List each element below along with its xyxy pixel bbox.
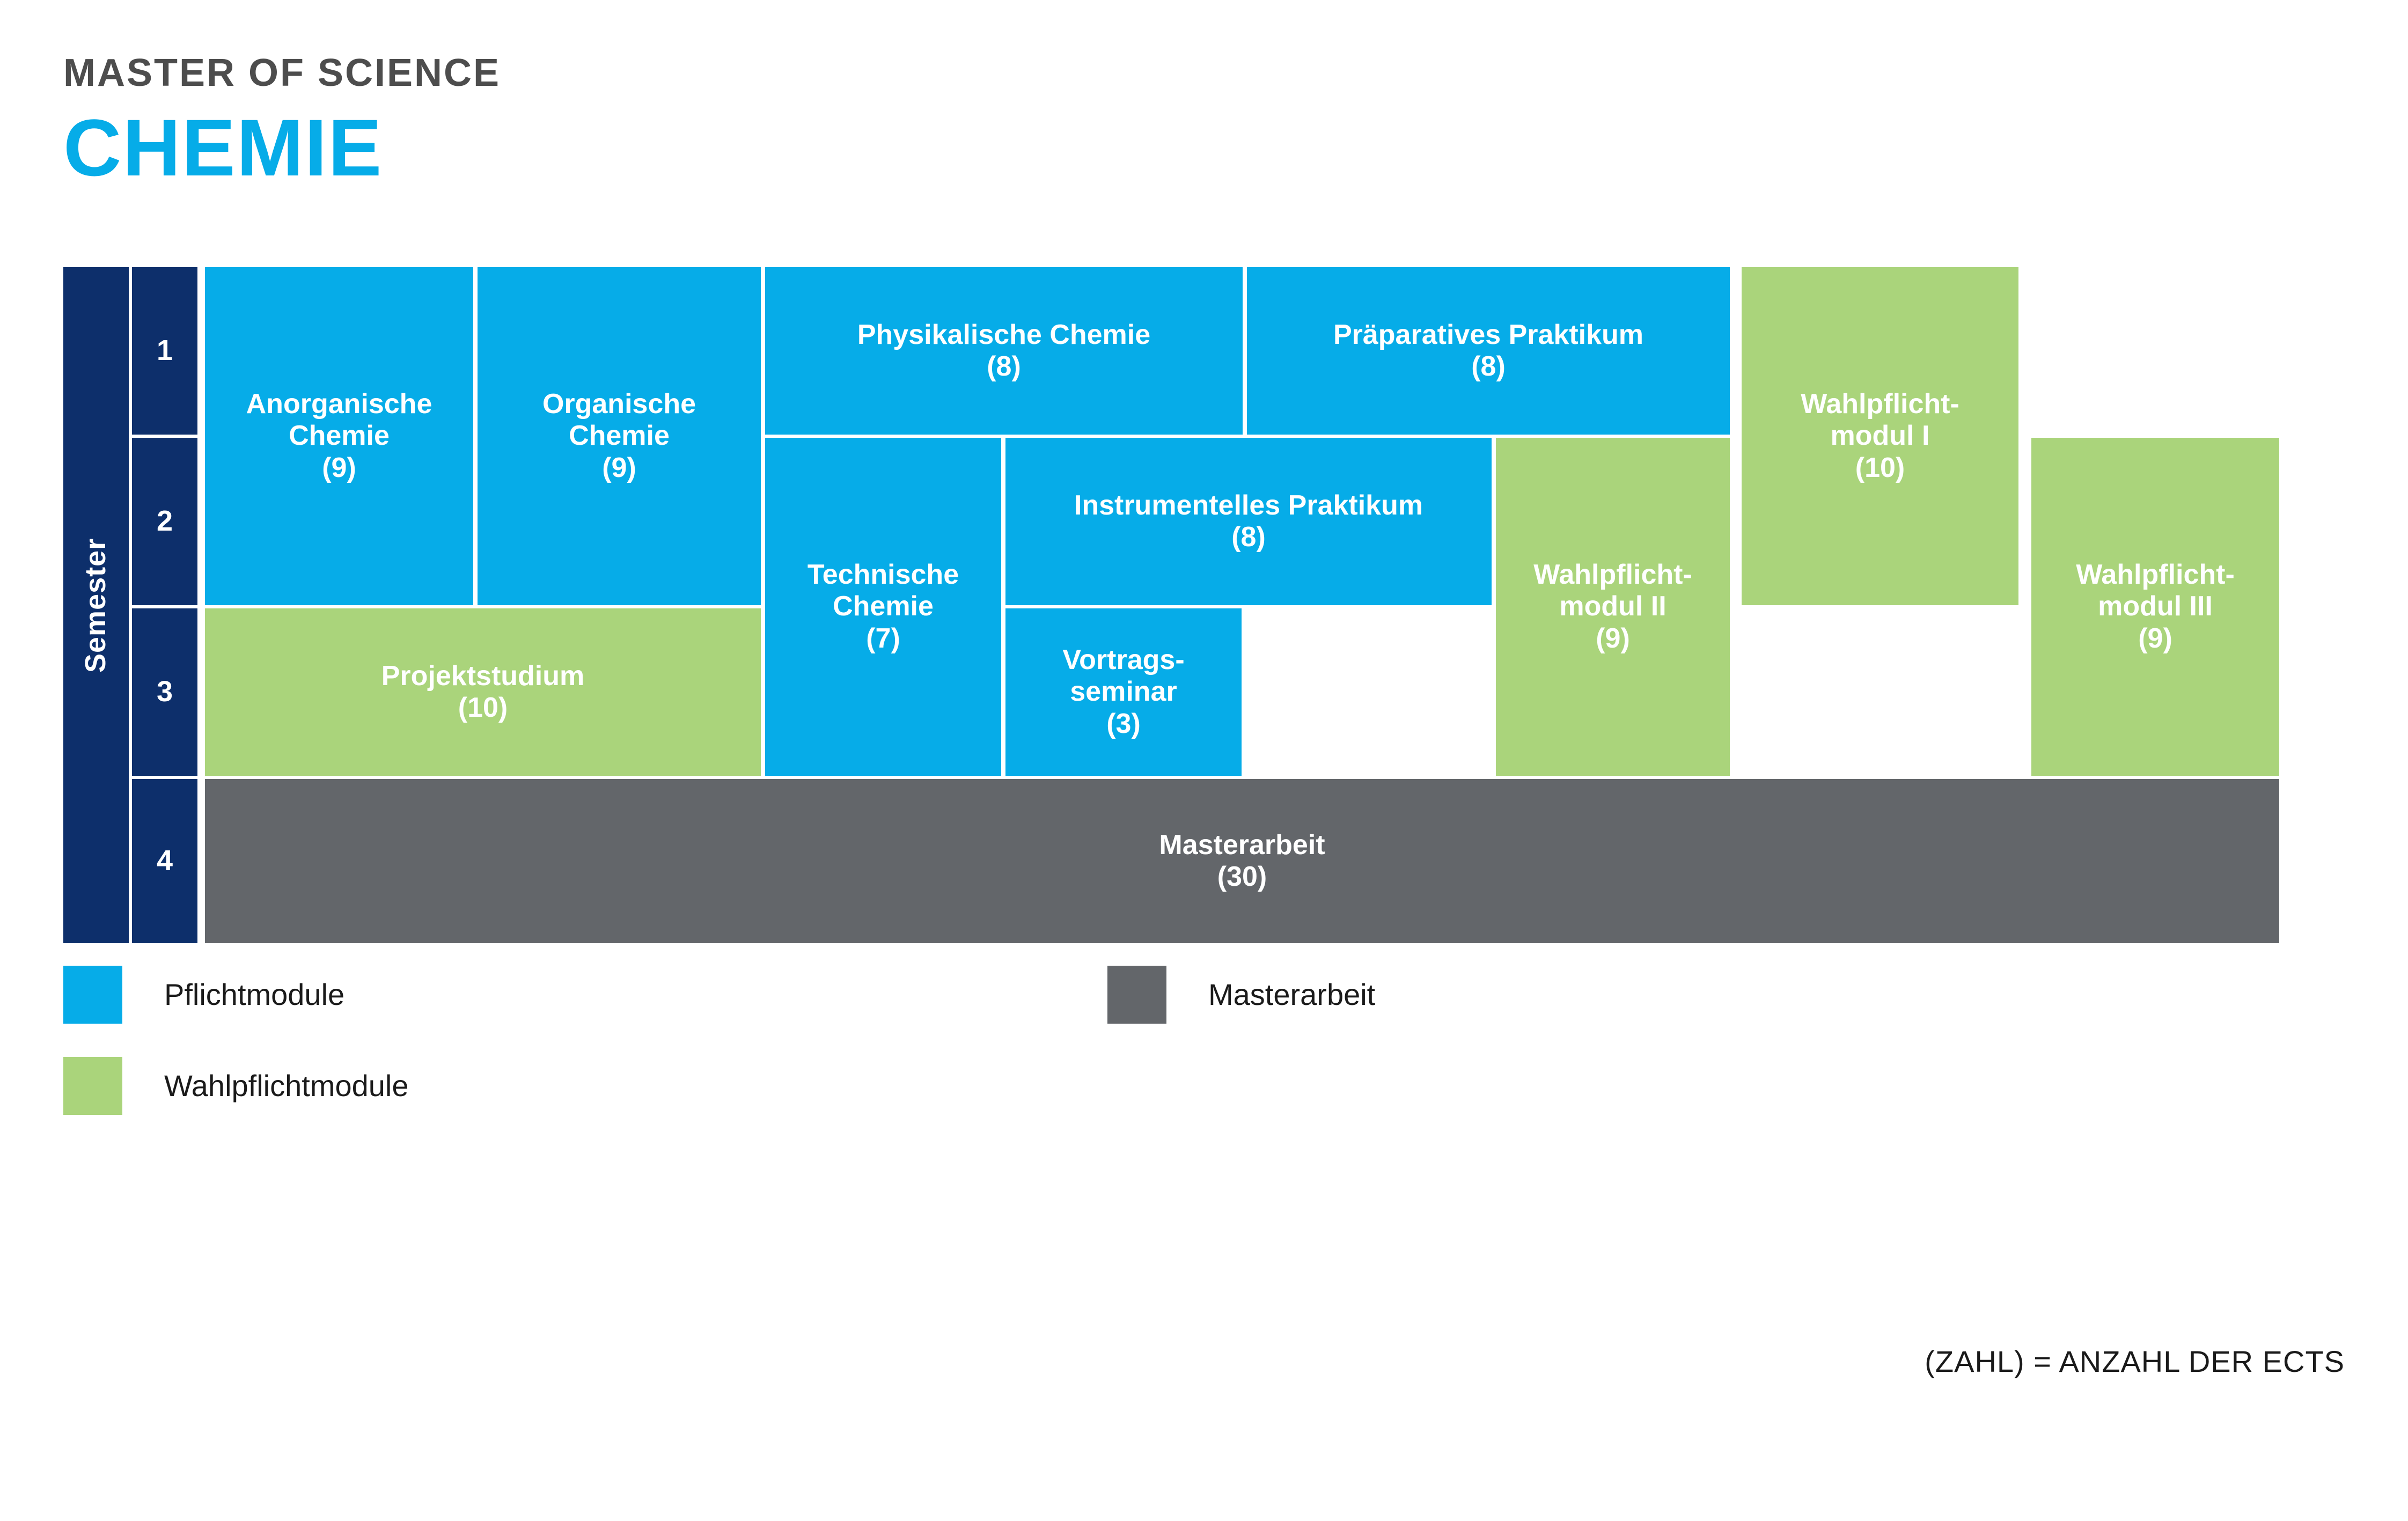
module-title-line1: Präparatives Praktikum (1333, 319, 1644, 350)
module-title-line2: seminar (1070, 676, 1177, 708)
semester-cell-3: 3 (132, 608, 197, 776)
semester-cell-1: 1 (132, 267, 197, 435)
legend-label-masterarbeit: Masterarbeit (1208, 978, 1376, 1011)
legend-label-wahlpflichtmodule: Wahlpflichtmodule (164, 1069, 409, 1103)
module-vortragsseminar[interactable]: Vortrags- seminar (3) (1005, 608, 1242, 776)
module-title-line1: Organische (542, 388, 696, 420)
module-title-line1: Projektstudium (381, 660, 585, 692)
module-ects: (8) (1231, 521, 1266, 553)
module-ects: (10) (458, 692, 508, 723)
module-ects: (8) (987, 351, 1021, 382)
module-ects: (9) (2138, 622, 2172, 654)
semester-number: 4 (156, 844, 173, 877)
module-masterarbeit[interactable]: Masterarbeit (30) (205, 779, 2279, 943)
module-title-line1: Instrumentelles Praktikum (1074, 489, 1423, 521)
semester-number: 2 (156, 505, 173, 538)
legend-label-pflichtmodule: Pflichtmodule (164, 978, 345, 1011)
legend-swatch-pflichtmodule (63, 966, 122, 1024)
module-anorganische-chemie[interactable]: Anorganische Chemie (9) (205, 267, 473, 605)
module-praeparatives-praktikum[interactable]: Präparatives Praktikum (8) (1247, 267, 1730, 435)
semester-cell-4: 4 (132, 779, 197, 943)
legend-swatch-wahlpflichtmodule (63, 1057, 122, 1115)
module-wahlpflichtmodul-ii[interactable]: Wahlpflicht- modul II (9) (1496, 438, 1730, 776)
module-technische-chemie[interactable]: Technische Chemie (7) (765, 438, 1001, 776)
legend-swatch-masterarbeit (1107, 966, 1166, 1024)
page-title: CHEMIE (63, 102, 383, 193)
ects-footnote: (ZAHL) = ANZAHL DER ECTS (1925, 1344, 2345, 1378)
module-title-line2: Chemie (833, 591, 934, 622)
module-ects: (9) (602, 452, 636, 483)
module-title-line2: Chemie (289, 420, 390, 452)
semester-cell-2: 2 (132, 438, 197, 605)
module-ects: (7) (866, 622, 900, 654)
module-ects: (8) (1471, 351, 1506, 382)
module-instrumentelles-praktikum[interactable]: Instrumentelles Praktikum (8) (1005, 438, 1492, 605)
module-title-line1: Wahlpflicht- (1533, 559, 1692, 591)
module-title-line2: modul III (2098, 591, 2213, 622)
module-ects: (30) (1217, 861, 1267, 892)
module-organische-chemie[interactable]: Organische Chemie (9) (478, 267, 761, 605)
module-title-line1: Anorganische (246, 388, 432, 420)
page-header: MASTER OF SCIENCE CHEMIE (63, 54, 501, 188)
module-title-line2: modul II (1559, 591, 1666, 622)
module-ects: (10) (1855, 452, 1905, 483)
semester-axis-label: Semester (63, 267, 129, 943)
module-title-line1: Masterarbeit (1159, 829, 1325, 861)
module-physikalische-chemie[interactable]: Physikalische Chemie (8) (765, 267, 1243, 435)
module-title-line2: Chemie (569, 420, 670, 452)
semester-number: 3 (156, 675, 173, 708)
module-title-line1: Physikalische Chemie (857, 319, 1151, 350)
module-ects: (9) (1596, 622, 1630, 654)
module-title-line1: Wahlpflicht- (2076, 559, 2235, 591)
module-projektstudium[interactable]: Projektstudium (10) (205, 608, 761, 776)
degree-kicker: MASTER OF SCIENCE (63, 52, 501, 94)
module-wahlpflichtmodul-i[interactable]: Wahlpflicht- modul I (10) (1742, 267, 2018, 605)
module-title-line1: Wahlpflicht- (1801, 388, 1959, 420)
module-title-line2: modul I (1830, 420, 1930, 452)
module-ects: (9) (322, 452, 356, 483)
module-title-line1: Vortrags- (1062, 644, 1185, 676)
module-wahlpflichtmodul-iii[interactable]: Wahlpflicht- modul III (9) (2031, 438, 2279, 776)
module-title-line1: Technische (807, 559, 959, 591)
semester-number: 1 (156, 334, 173, 367)
module-ects: (3) (1106, 708, 1141, 739)
semester-axis-text: Semester (79, 538, 112, 673)
